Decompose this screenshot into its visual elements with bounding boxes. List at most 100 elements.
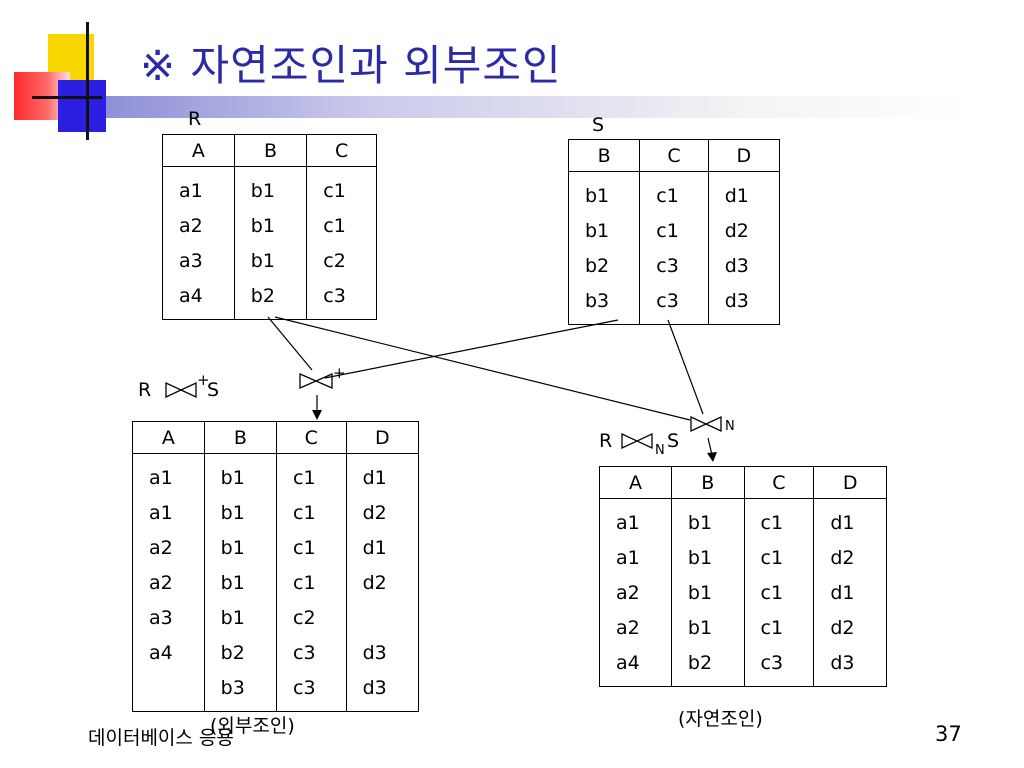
table-cell: b3 (585, 289, 610, 312)
table-cell: d2 (345, 495, 419, 530)
outer-join-expr-plus: + (197, 371, 210, 389)
table-cell: c1 (306, 166, 377, 208)
table-cell: b1 (670, 610, 745, 645)
table-cell: c1 (743, 610, 814, 645)
logo-blue-square (58, 80, 106, 132)
table-cell: c3 (276, 670, 347, 712)
table-cell: c1 (639, 213, 709, 248)
column-header: C (639, 139, 709, 172)
table-cell: c1 (306, 208, 377, 243)
table-cell: b2 (670, 645, 745, 687)
table-cell: a1 (149, 501, 173, 524)
table-cell: d1 (345, 530, 419, 565)
natural-join-expr-s: S (667, 430, 680, 452)
table-cell: b1 (585, 219, 610, 242)
table-cell: d2 (707, 213, 780, 248)
outer-join-bowtie-icon (299, 373, 333, 389)
column-header: D (813, 466, 887, 499)
column-header: C (306, 134, 377, 167)
natural-join-expr-n: N (655, 443, 665, 458)
table-cell: b1 (670, 540, 745, 575)
table-cell: a2 (179, 214, 203, 237)
natural-join-op-n: N (725, 419, 735, 434)
table-cell: a2 (616, 581, 640, 604)
table-cell: b1 (233, 166, 307, 208)
outer-join-expr-s: S (207, 379, 220, 401)
outer-join-expr-r: R (138, 379, 152, 401)
table-cell: b2 (203, 635, 277, 670)
table-cell: d3 (707, 283, 780, 325)
table-cell: b1 (203, 530, 277, 565)
logo-vertical-line (86, 22, 89, 140)
column-header: B (203, 421, 277, 454)
table-cell: c1 (743, 540, 814, 575)
table-cell: c2 (306, 243, 377, 278)
connector-line (274, 316, 691, 421)
table-cell: b1 (203, 600, 277, 635)
table-cell: a1 (179, 179, 203, 202)
table-cell: b1 (233, 208, 307, 243)
natural-join-arrow-line (707, 437, 713, 456)
table-cell: b1 (670, 575, 745, 610)
table-cell: b1 (203, 495, 277, 530)
outer-join-arrow-head (312, 410, 322, 420)
table-cell: d2 (813, 610, 887, 645)
connector-line (667, 319, 704, 415)
table-cell: c1 (743, 498, 814, 540)
footer-course-title: 데이터베이스 응용 (88, 727, 234, 749)
natural-join-caption: (자연조인) (678, 708, 763, 730)
table-cell (133, 670, 205, 712)
table-cell: d1 (707, 171, 780, 213)
table-cell: c1 (276, 530, 347, 565)
column-header: D (345, 421, 419, 454)
table-cell: a2 (149, 536, 173, 559)
table-cell: d3 (813, 645, 887, 687)
outer-join-op-plus: + (333, 364, 346, 382)
table-cell: d3 (345, 635, 419, 670)
column-header: A (162, 134, 235, 167)
table-cell: b2 (585, 254, 610, 277)
table-cell: d2 (345, 565, 419, 600)
table-cell: a4 (179, 284, 203, 307)
table-cell: b1 (233, 243, 307, 278)
table-cell: c3 (743, 645, 814, 687)
column-header: D (707, 139, 780, 172)
table-cell: a2 (616, 616, 640, 639)
table-cell: c3 (276, 635, 347, 670)
column-header: B (233, 134, 307, 167)
table-cell: c3 (639, 283, 709, 325)
table-cell: c3 (306, 278, 377, 320)
relation-s-label: S (592, 114, 605, 136)
column-header: C (743, 466, 814, 499)
table-cell: d1 (345, 453, 419, 495)
table-cell: d1 (813, 498, 887, 540)
title-underline-bar (106, 96, 966, 118)
table-cell: d1 (813, 575, 887, 610)
outer-join-expr-bowtie-icon (165, 381, 197, 399)
footer-page-number: 37 (935, 722, 962, 746)
table-cell: c1 (639, 171, 709, 213)
table-cell: c2 (276, 600, 347, 635)
table-cell: d3 (707, 248, 780, 283)
table-cell: b1 (585, 184, 610, 207)
connector-line (324, 319, 619, 379)
slide-title: ※ 자연조인과 외부조인 (140, 41, 562, 90)
table-cell: c1 (276, 453, 347, 495)
table-cell: a1 (149, 466, 173, 489)
